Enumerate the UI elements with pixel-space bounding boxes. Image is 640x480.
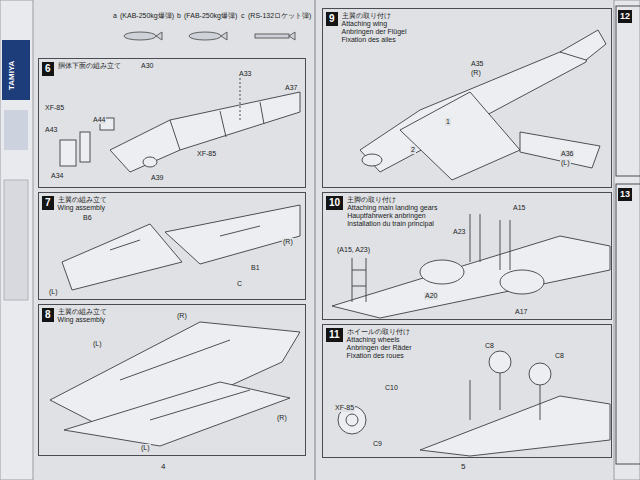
part-label: B6 (82, 214, 93, 222)
part-label: (R) (176, 312, 188, 320)
step-panel: 7 主翼の組み立てWing assembly (38, 192, 306, 300)
part-label: A33 (238, 70, 252, 78)
step-titles: 胴体下面の組み立て (58, 62, 121, 70)
part-label: XF-85 (196, 150, 217, 158)
part-label: (RS-132ロケット弾) (247, 12, 312, 20)
part-label: A23 (452, 228, 466, 236)
part-label: C8 (554, 352, 565, 360)
part-label: A17 (514, 308, 528, 316)
part-label: B1 (250, 264, 261, 272)
step-title: Fixation des ailes (342, 36, 407, 44)
step-number: 12 (618, 10, 632, 23)
step-title: Fixation des roues (347, 352, 412, 360)
step-header: 10 主脚の取り付けAttaching main landing gearsHau… (323, 193, 440, 231)
part-label: 2 (410, 146, 416, 154)
part-label: C10 (384, 384, 399, 392)
step-title: Installation du train principal (347, 220, 437, 228)
part-label: A37 (284, 84, 298, 92)
part-label: C8 (484, 342, 495, 350)
part-label: C (236, 280, 243, 288)
part-label: a (112, 12, 118, 20)
step-number: 11 (326, 328, 343, 342)
step-title: Attaching main landing gears (347, 204, 437, 212)
step-title: ホイールの取り付け (347, 328, 412, 336)
step-titles: ホイールの取り付けAttaching wheelsAnbringen der R… (347, 328, 412, 360)
part-label: 1 (445, 118, 451, 126)
step-title: Attaching wheels (347, 336, 412, 344)
part-label: A20 (424, 292, 438, 300)
part-label: (KAB-250kg爆弾) (119, 12, 175, 20)
step-header: 9 主翼の取り付けAttaching wingAnbringen der Flüg… (323, 9, 410, 47)
step-panel: 6 胴体下面の組み立て (38, 58, 306, 188)
part-label: (R) (282, 238, 294, 246)
step-number: 8 (42, 308, 54, 322)
step-header: 8 主翼の組み立てWing assembly (39, 305, 110, 327)
step-title: 主翼の組み立て (58, 196, 107, 204)
part-label: (L) (560, 159, 571, 167)
step-header: 6 胴体下面の組み立て (39, 59, 124, 79)
part-label: b (176, 12, 182, 20)
step-number: 13 (618, 188, 632, 201)
part-label: (A15, A23) (336, 246, 371, 254)
step-header: 11 ホイールの取り付けAttaching wheelsAnbringen der… (323, 325, 415, 363)
part-label: A43 (44, 126, 58, 134)
step-title: 胴体下面の組み立て (58, 62, 121, 70)
page-number: 5 (460, 462, 466, 471)
part-label: C9 (372, 440, 383, 448)
step-number: 10 (326, 196, 343, 210)
part-label: A39 (150, 174, 164, 182)
part-label: (L) (140, 444, 151, 452)
part-label: A44 (92, 116, 106, 124)
part-label: A15 (512, 204, 526, 212)
step-titles: 主脚の取り付けAttaching main landing gearsHaupt… (347, 196, 437, 228)
part-label: (R) (276, 414, 288, 422)
part-label: c (240, 12, 246, 20)
step-panel: 11 ホイールの取り付けAttaching wheelsAnbringen der… (322, 324, 612, 458)
part-label: (L) (48, 288, 59, 296)
step-title: Anbringen der Räder (347, 344, 412, 352)
part-label: XF-85 (334, 404, 355, 412)
part-label: (FAB-250kg爆弾) (183, 12, 238, 20)
step-panel: 8 主翼の組み立てWing assembly (38, 304, 306, 456)
part-label: A36 (560, 150, 574, 158)
part-label: A30 (140, 62, 154, 70)
part-label: A34 (50, 172, 64, 180)
step-titles: 主翼の組み立てWing assembly (58, 196, 107, 212)
step-number: 9 (326, 12, 338, 26)
part-label: A35 (470, 60, 484, 68)
step-number: 6 (42, 62, 54, 76)
step-title: Wing assembly (58, 204, 107, 212)
part-label: (R) (470, 69, 482, 77)
step-title: 主翼の組み立て (58, 308, 107, 316)
part-label: XF-85 (44, 104, 65, 112)
step-titles: 主翼の取り付けAttaching wingAnbringen der Flüge… (342, 12, 407, 44)
step-title: Wing assembly (58, 316, 107, 324)
part-label: (L) (92, 340, 103, 348)
step-title: Hauptfahrwerk anbringen (347, 212, 437, 220)
step-title: Attaching wing (342, 20, 407, 28)
step-panel: 10 主脚の取り付けAttaching main landing gearsHau… (322, 192, 612, 320)
step-header: 7 主翼の組み立てWing assembly (39, 193, 110, 215)
step-number: 7 (42, 196, 54, 210)
step-titles: 主翼の組み立てWing assembly (58, 308, 107, 324)
brand-logo: TAMIYA (6, 59, 18, 92)
step-title: 主脚の取り付け (347, 196, 437, 204)
step-title: 主翼の取り付け (342, 12, 407, 20)
step-title: Anbringen der Flügel (342, 28, 407, 36)
page-number: 4 (160, 462, 166, 471)
